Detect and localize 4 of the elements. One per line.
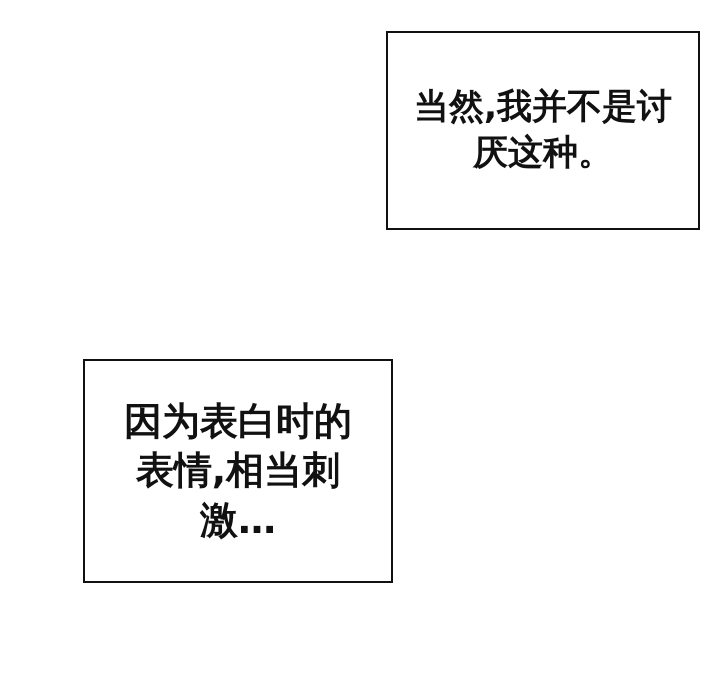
dialogue-text: 因为表白时的表情,相当刺激…	[123, 398, 353, 544]
dialogue-text: 当然,我并不是讨厌这种。	[412, 86, 674, 174]
speech-box	[83, 359, 393, 583]
speech-box	[386, 31, 700, 230]
